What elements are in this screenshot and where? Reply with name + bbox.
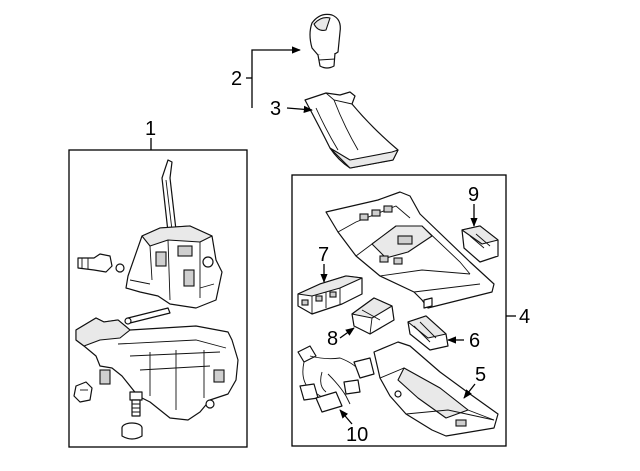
shift-knob (309, 13, 341, 69)
callout-10: 10 (346, 424, 368, 446)
callout-5: 5 (475, 364, 486, 386)
bushing (121, 422, 143, 440)
switch-6 (407, 315, 449, 351)
callout-6: 6 (469, 330, 480, 352)
switch-7 (297, 275, 363, 315)
callout-1: 1 (145, 118, 156, 140)
bolt (129, 391, 143, 417)
switch-8 (351, 297, 395, 335)
shifter-base-bracket (75, 317, 239, 421)
callout-8: 8 (327, 328, 338, 350)
nut (73, 381, 93, 403)
callout-9: 9 (468, 184, 479, 206)
leader-lines (150, 46, 516, 425)
console-storage-tray (373, 341, 499, 437)
switch-9 (461, 225, 499, 263)
console-trim-box (291, 174, 507, 447)
shift-boot (304, 91, 399, 169)
shifter-mechanism (77, 159, 223, 325)
wire-harness (297, 345, 375, 413)
callout-7: 7 (318, 244, 329, 266)
console-top-panel (325, 191, 495, 309)
callout-3: 3 (270, 98, 281, 120)
shifter-assembly-box (68, 149, 248, 448)
callout-4: 4 (519, 306, 530, 328)
callout-2: 2 (231, 68, 242, 90)
